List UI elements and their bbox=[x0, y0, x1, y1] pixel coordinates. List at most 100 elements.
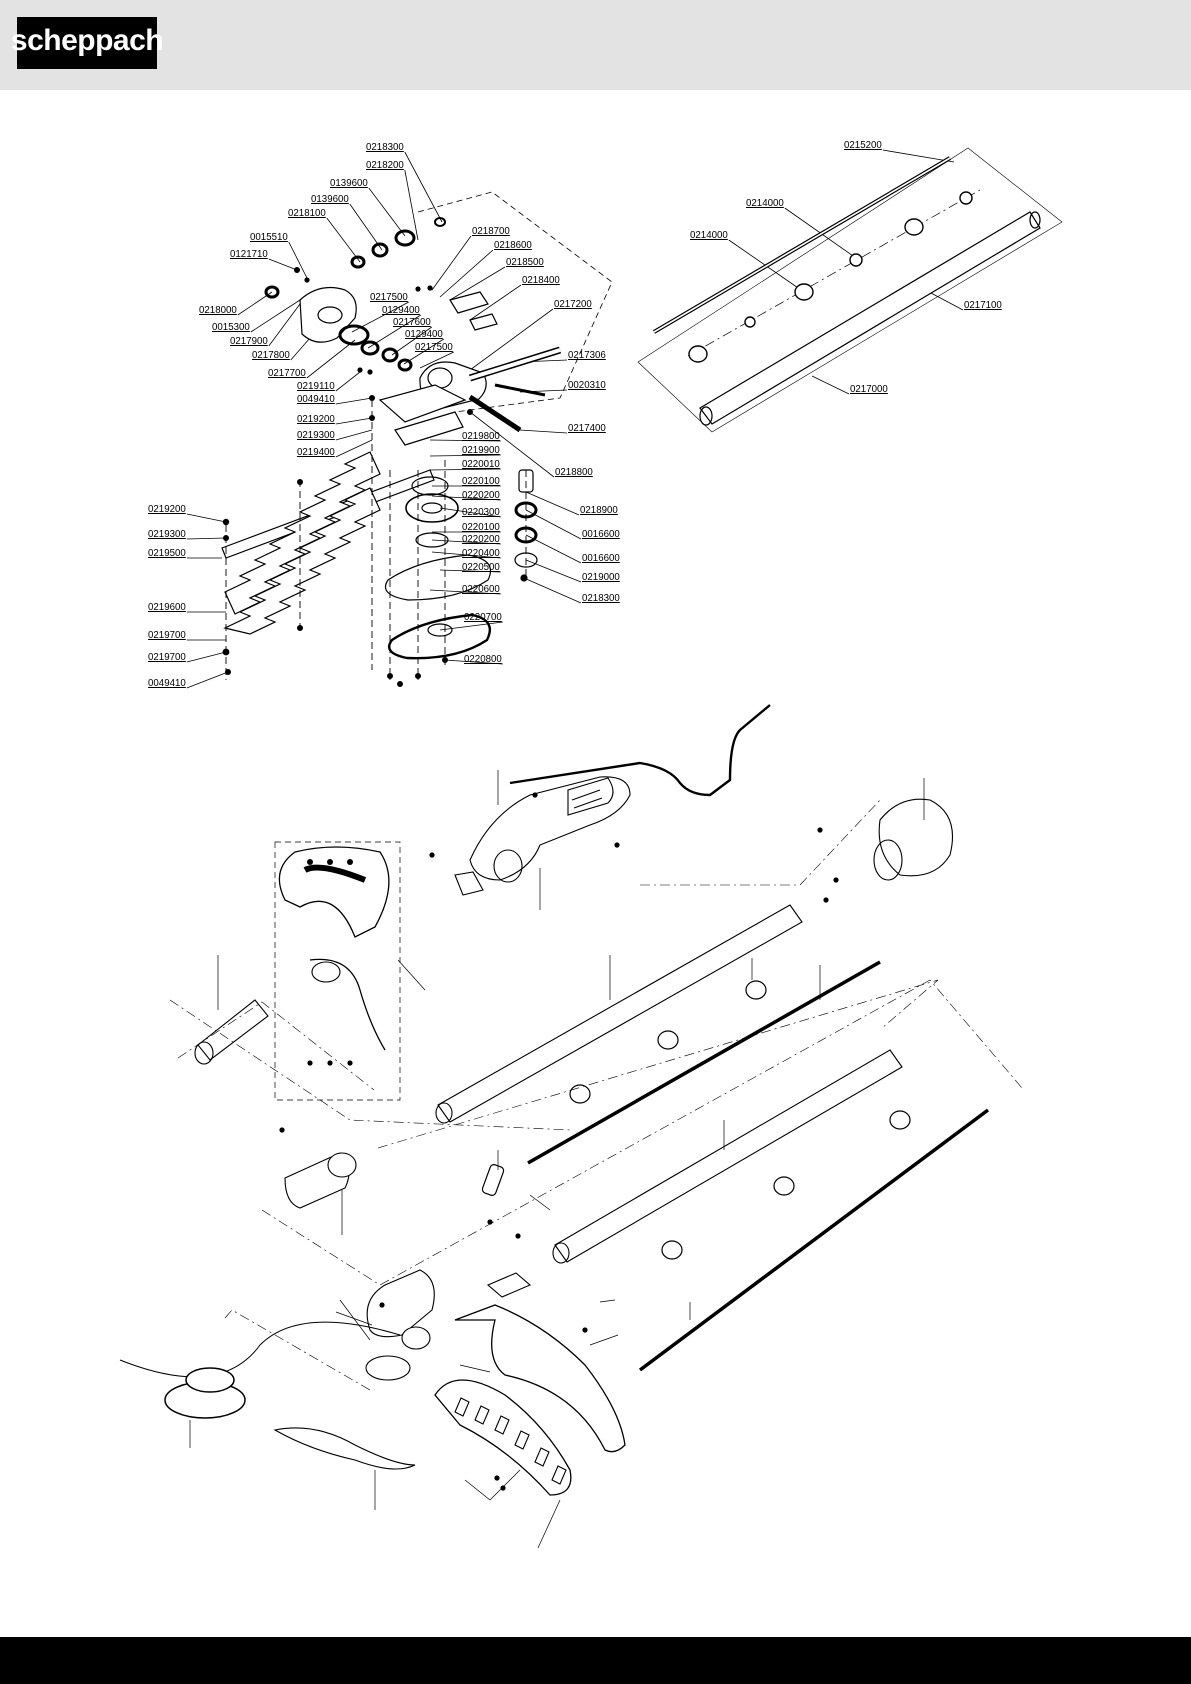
part-number-label: 0016600 bbox=[582, 529, 620, 540]
part-number-label: 0015510 bbox=[250, 232, 288, 243]
leader-line bbox=[268, 258, 298, 271]
part-number-label: 0015300 bbox=[212, 322, 250, 333]
part-number-label: 0218800 bbox=[555, 467, 593, 478]
part-number-label: 0217200 bbox=[554, 299, 592, 310]
leader-line bbox=[429, 454, 501, 457]
part-number-label: 0219000 bbox=[582, 572, 620, 583]
leader-line bbox=[439, 507, 501, 518]
leader-line bbox=[288, 241, 309, 281]
leader-line bbox=[335, 397, 373, 405]
part-number-label: 0218900 bbox=[580, 505, 618, 516]
part-number-label: 0219300 bbox=[297, 430, 335, 441]
leader-line bbox=[429, 468, 501, 471]
part-number-label: 0218200 bbox=[366, 160, 404, 171]
part-number-label: 0214000 bbox=[690, 230, 728, 241]
part-number-label: 0217400 bbox=[568, 423, 606, 434]
part-number-label: 0218400 bbox=[522, 275, 560, 286]
part-number-label: 0219700 bbox=[148, 652, 186, 663]
part-number-label: 0020310 bbox=[568, 380, 606, 391]
part-number-label: 0219200 bbox=[148, 504, 186, 515]
leader-line bbox=[469, 284, 522, 321]
leader-line bbox=[186, 537, 227, 540]
hedge-trimmer-part-labels: 0218300021820001396000139600021810000155… bbox=[148, 142, 620, 689]
leader-line bbox=[367, 314, 422, 349]
part-number-label: 0218100 bbox=[288, 208, 326, 219]
leader-line bbox=[519, 429, 568, 434]
leader-line bbox=[525, 559, 582, 583]
leader-line bbox=[391, 326, 433, 356]
part-number-label: 0217100 bbox=[964, 300, 1002, 311]
leader-line bbox=[186, 651, 227, 663]
leader-line bbox=[349, 203, 383, 251]
part-number-label: 0220800 bbox=[464, 654, 502, 665]
leader-line bbox=[439, 621, 503, 631]
leader-line bbox=[449, 266, 506, 301]
part-number-label: 0217700 bbox=[268, 368, 306, 379]
part-number-label: 0219700 bbox=[148, 630, 186, 641]
part-number-label: 0218300 bbox=[366, 142, 404, 153]
part-number-label: 0218500 bbox=[506, 257, 544, 268]
part-number-label: 0217600 bbox=[393, 317, 431, 328]
part-number-label: 0049410 bbox=[297, 394, 335, 405]
part-number-label: 0129400 bbox=[382, 305, 420, 316]
leader-line bbox=[431, 235, 472, 291]
part-number-label: 0217000 bbox=[850, 384, 888, 395]
leader-line bbox=[882, 149, 955, 163]
part-number-label: 0217800 bbox=[252, 350, 290, 361]
part-number-label: 0049410 bbox=[148, 678, 186, 689]
leader-line bbox=[326, 217, 361, 263]
leader-line bbox=[268, 303, 301, 347]
leader-line bbox=[469, 308, 554, 371]
leader-line bbox=[444, 659, 503, 665]
part-number-label: 0215200 bbox=[844, 140, 882, 151]
leader-line bbox=[419, 351, 454, 369]
leader-line bbox=[523, 577, 582, 604]
part-number-label: 0218000 bbox=[199, 305, 237, 316]
leader-line bbox=[306, 339, 356, 379]
part-number-label: 0220100 bbox=[462, 476, 500, 487]
leader-line bbox=[429, 439, 501, 442]
part-number-label: 0139600 bbox=[311, 194, 349, 205]
part-number-label: 0220400 bbox=[462, 548, 500, 559]
part-number-label: 0217500 bbox=[415, 342, 453, 353]
part-number-label: 0214000 bbox=[746, 198, 784, 209]
part-number-label: 0218600 bbox=[494, 240, 532, 251]
leader-line bbox=[403, 338, 445, 365]
part-number-label: 0220200 bbox=[462, 490, 500, 501]
leader-line bbox=[335, 371, 361, 392]
part-number-label: 0220300 bbox=[462, 507, 500, 518]
leader-line bbox=[404, 169, 419, 241]
part-number-label: 0121710 bbox=[230, 249, 268, 260]
scheppach-logo: scheppach bbox=[11, 17, 164, 69]
leader-line bbox=[404, 151, 443, 223]
leader-line bbox=[525, 491, 580, 516]
leader-line bbox=[429, 589, 501, 595]
part-number-label: 0220010 bbox=[462, 459, 500, 470]
leader-line bbox=[335, 429, 373, 441]
leader-line bbox=[431, 539, 501, 545]
part-number-label: 0219900 bbox=[462, 445, 500, 456]
page-header: scheppach bbox=[0, 0, 1191, 90]
part-number-label: 0217900 bbox=[230, 336, 268, 347]
part-number-label: 0219300 bbox=[148, 529, 186, 540]
leader-line bbox=[335, 439, 373, 458]
brushcutter-assembly-drawing bbox=[119, 704, 1023, 1549]
part-number-label: 0219200 bbox=[297, 414, 335, 425]
part-number-label: 0219110 bbox=[297, 381, 335, 392]
part-number-label: 0219500 bbox=[148, 548, 186, 559]
part-number-label: 0219800 bbox=[462, 431, 500, 442]
part-number-label: 0220600 bbox=[462, 584, 500, 595]
part-number-label: 0219400 bbox=[297, 447, 335, 458]
leader-line bbox=[811, 375, 850, 395]
part-number-label: 0218700 bbox=[472, 226, 510, 237]
leader-line bbox=[186, 513, 227, 523]
part-number-label: 0217306 bbox=[568, 350, 606, 361]
part-number-label: 0217500 bbox=[370, 292, 408, 303]
hedge-trimmer-head-drawing bbox=[221, 191, 613, 687]
leader-line bbox=[439, 249, 494, 298]
drive-shaft-drawing bbox=[637, 147, 1063, 433]
part-number-label: 0219600 bbox=[148, 602, 186, 613]
leader-line bbox=[186, 671, 229, 689]
leader-line bbox=[335, 417, 373, 425]
